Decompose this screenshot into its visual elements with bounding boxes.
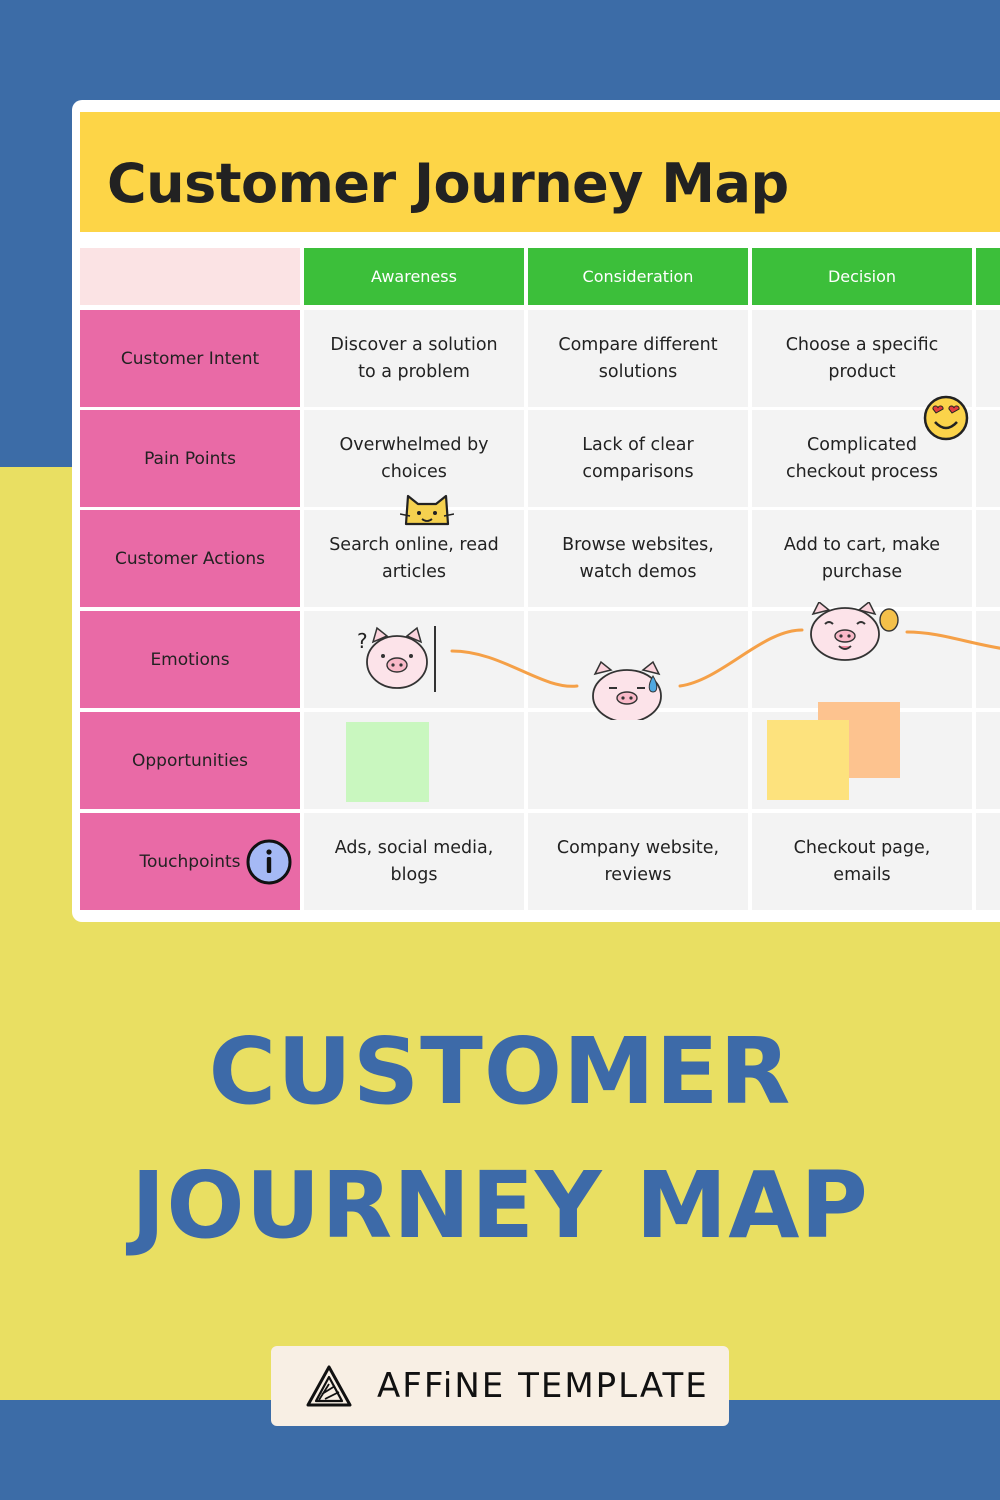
journey-cell[interactable]: Discover a solution to a problem [304, 310, 524, 407]
journey-cell-text: Checkout page, emails [793, 837, 931, 885]
journey-cell[interactable] [976, 510, 1000, 607]
row-header-text: Touchpoints [139, 851, 241, 872]
journey-cell[interactable] [976, 611, 1000, 708]
brand-label: AFFiNE TEMPLATE [377, 1366, 709, 1406]
row-header: Customer Actions [80, 510, 300, 607]
journey-cell[interactable]: Company website, reviews [528, 813, 748, 910]
emotion-curve [450, 628, 1000, 688]
row-header-text: Customer Actions [114, 548, 266, 569]
journey-cell[interactable]: Add to cart, make purchase [752, 510, 972, 607]
title-band: Customer Journey Map [80, 112, 1000, 232]
cat-face-icon [400, 494, 454, 526]
journey-cell[interactable] [528, 712, 748, 809]
journey-cell[interactable]: Lack of clear comparisons [528, 410, 748, 507]
affine-logo-icon [306, 1365, 352, 1407]
journey-cell[interactable] [976, 813, 1000, 910]
sticky-note-green[interactable] [346, 722, 429, 802]
svg-text:?: ? [357, 629, 368, 653]
journey-cell-text: Choose a specific product [785, 334, 939, 382]
row-header-text: Customer Intent [120, 348, 260, 369]
row-header-text: Opportunities [132, 750, 248, 771]
headline-line-2: JOURNEY MAP [131, 1152, 869, 1259]
journey-cell-text: Lack of clear comparisons [582, 434, 694, 482]
info-icon[interactable] [245, 838, 293, 886]
journey-cell-text: Discover a solution to a problem [330, 334, 498, 382]
journey-cell-text: Ads, social media, blogs [334, 837, 494, 885]
pig-sweat-icon [592, 660, 662, 720]
pig-happy-icon [810, 602, 899, 661]
headline-line-1: CUSTOMER [208, 1018, 792, 1125]
journey-cell[interactable]: Browse websites, watch demos [528, 510, 748, 607]
pig-thinking-icon: ? [357, 626, 436, 692]
stage-header[interactable] [976, 248, 1000, 305]
row-header-text: Emotions [150, 649, 230, 670]
journey-cell[interactable] [976, 712, 1000, 809]
journey-cell-text: Search online, read articles [329, 534, 499, 582]
journey-cell-text: Overwhelmed by choices [339, 434, 489, 482]
journey-cell[interactable]: Overwhelmed by choices [304, 410, 524, 507]
journey-cell[interactable] [976, 310, 1000, 407]
row-header: Opportunities [80, 712, 300, 809]
row-header: Pain Points [80, 410, 300, 507]
journey-cell-text: Complicated checkout process [785, 434, 939, 482]
smiley-heart-eyes-icon [923, 395, 969, 441]
journey-cell-text: Compare different solutions [558, 334, 718, 382]
template-preview-card: Customer Journey Map Awareness Considerat… [72, 100, 1000, 922]
brand-badge[interactable]: AFFiNE TEMPLATE [271, 1346, 729, 1426]
journey-cell[interactable]: Choose a specific product [752, 310, 972, 407]
stage-header[interactable]: Awareness [304, 248, 524, 305]
row-header-text: Pain Points [144, 448, 236, 469]
journey-cell-text: Add to cart, make purchase [783, 534, 941, 582]
journey-cell[interactable] [976, 410, 1000, 507]
row-header: Emotions [80, 611, 300, 708]
journey-cell-text: Browse websites, watch demos [562, 534, 714, 582]
journey-cell[interactable]: Checkout page, emails [752, 813, 972, 910]
journey-cell[interactable]: Search online, read articles [304, 510, 524, 607]
sticky-note-yellow[interactable] [767, 720, 849, 800]
stage-header-text: Decision [827, 267, 897, 286]
stage-header-text: Awareness [371, 267, 457, 286]
template-title: Customer Journey Map [107, 152, 789, 215]
stage-header-text: Consideration [582, 267, 694, 286]
stage-header[interactable]: Consideration [528, 248, 748, 305]
journey-cell-text: Company website, reviews [556, 837, 720, 885]
grid-corner-cell [80, 248, 300, 305]
stage-header[interactable]: Decision [752, 248, 972, 305]
row-header: Customer Intent [80, 310, 300, 407]
journey-cell[interactable]: Ads, social media, blogs [304, 813, 524, 910]
journey-cell[interactable]: Compare different solutions [528, 310, 748, 407]
